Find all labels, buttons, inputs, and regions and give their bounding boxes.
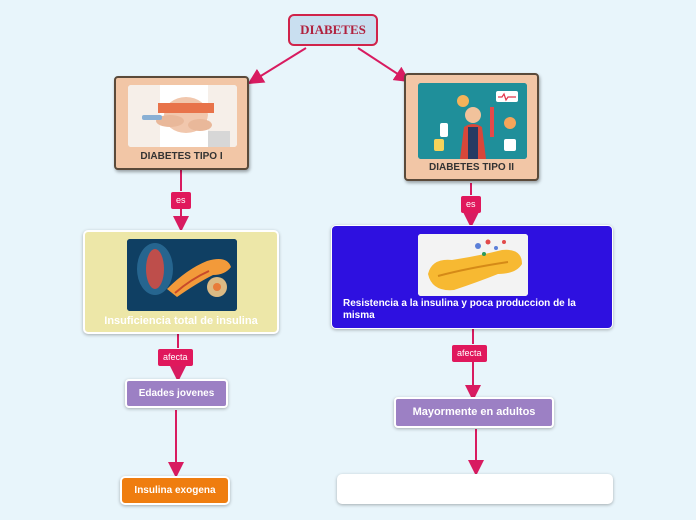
abdominal-pain-injection-image bbox=[128, 85, 237, 147]
pancreas-anatomy-image bbox=[127, 239, 237, 311]
node-insuficiencia-total[interactable]: Insuficiencia total de insulina bbox=[83, 230, 279, 334]
connector-es-right[interactable]: es bbox=[461, 196, 481, 213]
node-empty-box[interactable] bbox=[337, 474, 613, 504]
mayormente-adultos-label: Mayormente en adultos bbox=[412, 406, 536, 418]
node-resistencia-insulina[interactable]: Resistencia a la insulina y poca producc… bbox=[331, 225, 613, 329]
arrow-root-to-type2 bbox=[357, 47, 411, 83]
connector-afecta-left[interactable]: afecta bbox=[158, 349, 193, 366]
root-node-diabetes[interactable]: DIABETES bbox=[288, 14, 378, 46]
right-definition-text: Resistencia a la insulina y poca producc… bbox=[343, 298, 576, 321]
insulina-exogena-label: Insulina exogena bbox=[134, 485, 216, 496]
pancreas-insulin-image bbox=[418, 234, 528, 296]
type2-label: DIABETES TIPO II bbox=[428, 162, 514, 173]
node-mayormente-adultos[interactable]: Mayormente en adultos bbox=[394, 397, 554, 428]
node-diabetes-tipo-1[interactable]: DIABETES TIPO I bbox=[114, 76, 249, 170]
left-definition-text: Insuficiencia total de insulina bbox=[104, 315, 258, 327]
edades-jovenes-label: Edades jovenes bbox=[138, 388, 215, 399]
node-insulina-exogena[interactable]: Insulina exogena bbox=[120, 476, 230, 505]
diabetes-care-illustration-image bbox=[418, 83, 527, 159]
node-edades-jovenes[interactable]: Edades jovenes bbox=[125, 379, 228, 408]
root-label: DIABETES bbox=[300, 22, 366, 37]
type1-label: DIABETES TIPO I bbox=[140, 151, 223, 162]
connector-es-left[interactable]: es bbox=[171, 192, 191, 209]
connector-afecta-right[interactable]: afecta bbox=[452, 345, 487, 362]
arrow-root-to-type1 bbox=[247, 47, 307, 85]
node-diabetes-tipo-2[interactable]: DIABETES TIPO II bbox=[404, 73, 539, 181]
